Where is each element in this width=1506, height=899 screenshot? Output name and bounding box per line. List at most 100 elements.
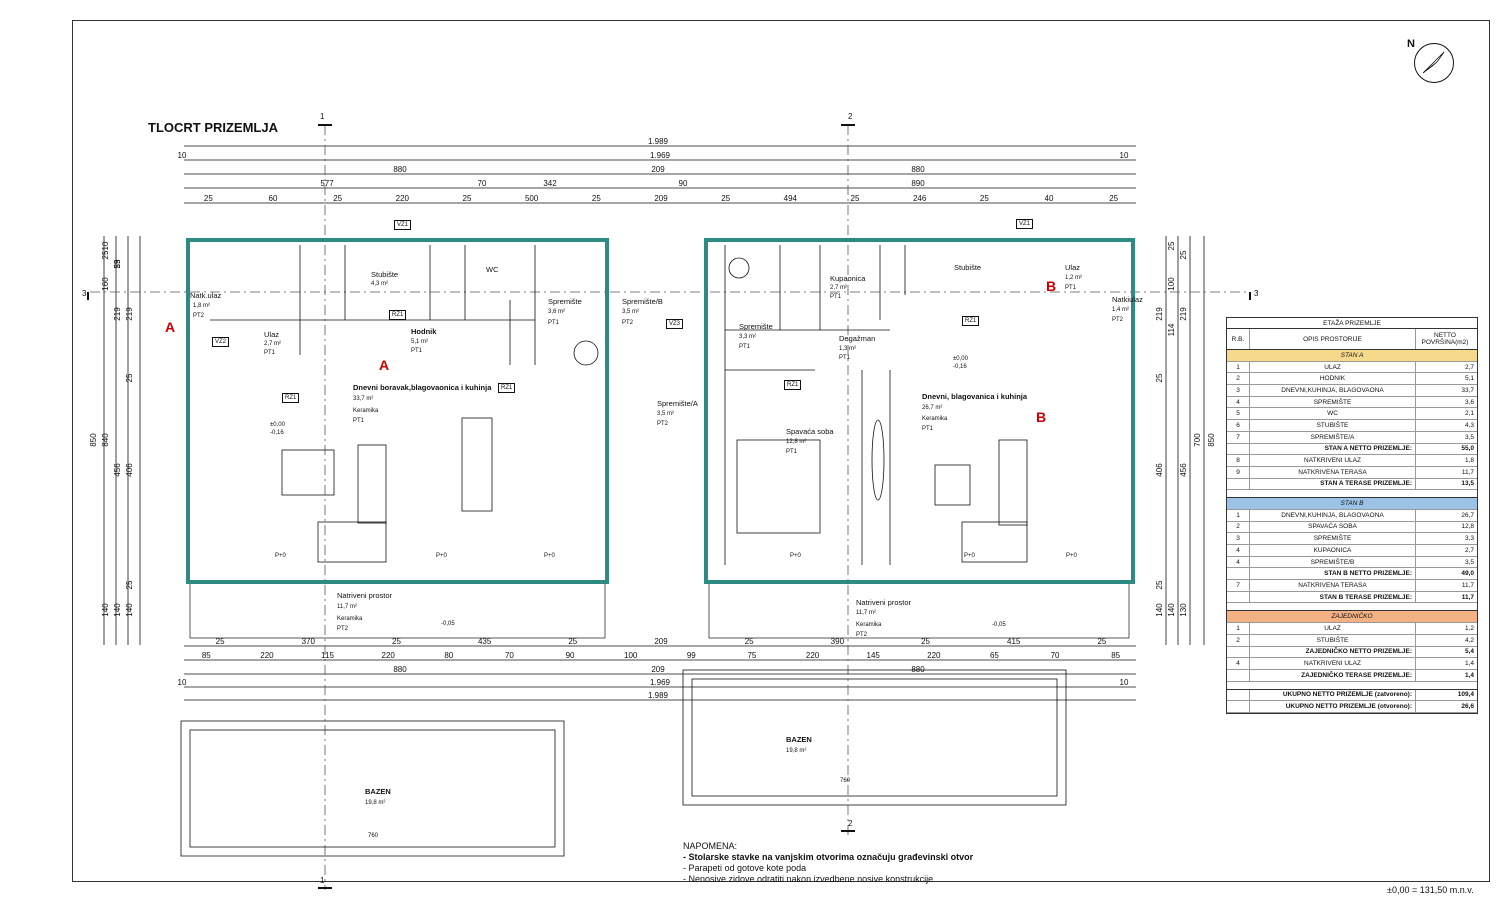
table-section-header: STAN B bbox=[1227, 498, 1477, 510]
dim-label: 25 bbox=[851, 194, 860, 203]
room-label: Hodnik bbox=[411, 327, 437, 336]
table-cell: 8 bbox=[1227, 455, 1250, 466]
table-cell: 1,8 bbox=[1464, 457, 1474, 465]
table-cell: 2 bbox=[1227, 634, 1250, 646]
table-cell: 1,4 bbox=[1464, 660, 1474, 668]
table-cell: DNEVNI,KUHINJA, BLAGOVAONA bbox=[1250, 385, 1416, 396]
elevation-reference: ±0,00 = 131,50 m.n.v. bbox=[1387, 885, 1474, 895]
dim-label: 220 bbox=[806, 651, 820, 660]
section-marker-b: B bbox=[1046, 278, 1057, 294]
table-cell: SPREMIŠTE/A bbox=[1250, 431, 1416, 443]
dim-label: 25 bbox=[204, 194, 213, 203]
dim-label: 25 bbox=[1155, 373, 1164, 382]
room-floor: PT1 bbox=[548, 320, 560, 326]
dim-label: 145 bbox=[867, 651, 881, 660]
table-cell bbox=[1227, 568, 1250, 580]
level-mark: -0,05 bbox=[992, 622, 1006, 628]
pool-label: BAZEN bbox=[786, 735, 812, 744]
table-cell: 3 bbox=[1227, 385, 1250, 396]
table-cell: ULAZ bbox=[1250, 361, 1416, 373]
section-cut-1-top: 1 bbox=[320, 112, 325, 121]
room-label: Natriveni prostor bbox=[337, 591, 393, 600]
table-cell: 11,7 bbox=[1461, 468, 1474, 476]
room-label: Spremište/A bbox=[657, 399, 698, 408]
dim-label: 160 bbox=[101, 277, 110, 291]
dim-label: 500 bbox=[525, 194, 539, 203]
dim-label: 370 bbox=[302, 637, 316, 646]
dim-label: 220 bbox=[927, 651, 941, 660]
table-total-row: UKUPNO NETTO PRIZEMLJE (otvoreno): 26,6 bbox=[1227, 701, 1477, 713]
table-cell: HODNIK bbox=[1250, 373, 1416, 385]
room-floor: Keramika PT2 bbox=[337, 616, 363, 632]
table-cell: 26,6 bbox=[1461, 703, 1474, 711]
dim-label: 80 bbox=[444, 651, 453, 660]
door-tag: RZ1 bbox=[784, 380, 802, 390]
table-cell: UKUPNO NETTO PRIZEMLJE (otvoreno): bbox=[1250, 701, 1416, 712]
table-cell: 2 bbox=[1227, 521, 1250, 533]
room-label: Stubište bbox=[371, 270, 399, 279]
room-floor: PT1 bbox=[830, 294, 842, 300]
table-cell: NATKRIVENI ULAZ bbox=[1250, 658, 1416, 669]
notes-heading: NAPOMENA: bbox=[683, 841, 738, 851]
table-cell: 2,7 bbox=[1464, 363, 1474, 371]
dim-label: 435 bbox=[478, 637, 492, 646]
dim-label: 219 bbox=[1155, 307, 1164, 321]
dim-label: 25 bbox=[463, 194, 472, 203]
table-cell: 7 bbox=[1227, 580, 1250, 591]
table-cell: SPREMIŠTE bbox=[1250, 396, 1416, 408]
dim-label: 890 bbox=[911, 179, 925, 188]
table-cell: 2 bbox=[1227, 373, 1250, 385]
dim-label: 880 bbox=[393, 165, 407, 174]
room-area: 1,2 m² bbox=[1065, 275, 1083, 281]
unit-label-a: A bbox=[379, 357, 390, 373]
opening-tag: P+0 bbox=[790, 553, 801, 559]
dim-label: 65 bbox=[990, 651, 999, 660]
dim-label: 209 bbox=[651, 665, 665, 674]
dim-label: 40 bbox=[1045, 194, 1054, 203]
dim-label: 70 bbox=[478, 179, 487, 188]
dim-label: 850 bbox=[1207, 433, 1216, 447]
level-mark: -0,05 bbox=[441, 621, 455, 627]
table-cell: STAN B NETTO PRIZEMLJE: bbox=[1250, 568, 1416, 580]
room-area: 12,8 m² bbox=[786, 439, 807, 445]
dim-label: 140 bbox=[1167, 603, 1176, 617]
table-cell: STAN A NETTO PRIZEMLJE: bbox=[1250, 443, 1416, 455]
dim-label: 114 bbox=[1167, 323, 1176, 336]
table-cell: KUPAONICA bbox=[1250, 545, 1416, 556]
dim-label: 390 bbox=[831, 637, 845, 646]
dim-label: 140 bbox=[125, 603, 134, 617]
dim-total-top: 1.989 bbox=[648, 137, 669, 146]
dim-label: 700 bbox=[1193, 433, 1202, 447]
table-cell: ZAJEDNIČKO NETTO PRIZEMLJE: bbox=[1250, 646, 1416, 658]
dim-label: 25 bbox=[216, 637, 225, 646]
dim-label: 25 bbox=[745, 637, 754, 646]
table-cell: 1,2 bbox=[1464, 624, 1474, 632]
dim-label: 850 bbox=[89, 433, 98, 447]
room-floor: PT2 bbox=[622, 320, 634, 326]
room-area: 3,5 m² bbox=[622, 309, 640, 315]
room-area: 3,5 m² bbox=[657, 411, 675, 417]
table-cell: 12,8 bbox=[1461, 523, 1474, 531]
table-header-area: NETTO POVRŠINA(m2) bbox=[1421, 332, 1469, 346]
dim-label: 415 bbox=[1007, 637, 1021, 646]
table-cell: 3,3 bbox=[1464, 535, 1474, 543]
table-subtotal-row: ZAJEDNIČKO TERASE PRIZEMLJE:1,4 bbox=[1227, 669, 1477, 682]
table-cell: SPREMIŠTE bbox=[1250, 533, 1416, 544]
dim-label: 25 bbox=[592, 194, 601, 203]
dim-label: 577 bbox=[320, 179, 334, 188]
dim-label: 1.969 bbox=[650, 678, 671, 687]
dim-label: 219 bbox=[113, 307, 122, 321]
table-subtotal-row: STAN B NETTO PRIZEMLJE:49,0 bbox=[1227, 568, 1477, 581]
section-cut-3-right: 3 bbox=[1254, 289, 1259, 298]
table-cell: SPAVAĆA SOBA bbox=[1250, 521, 1416, 533]
table-cell: 1 bbox=[1227, 623, 1250, 634]
room-floor: Keramika PT1 bbox=[922, 416, 948, 432]
table-cell bbox=[1227, 443, 1250, 455]
table-title: ETAŽA PRIZEMLJE bbox=[1227, 318, 1477, 329]
dim-label: 85 bbox=[1111, 651, 1120, 660]
